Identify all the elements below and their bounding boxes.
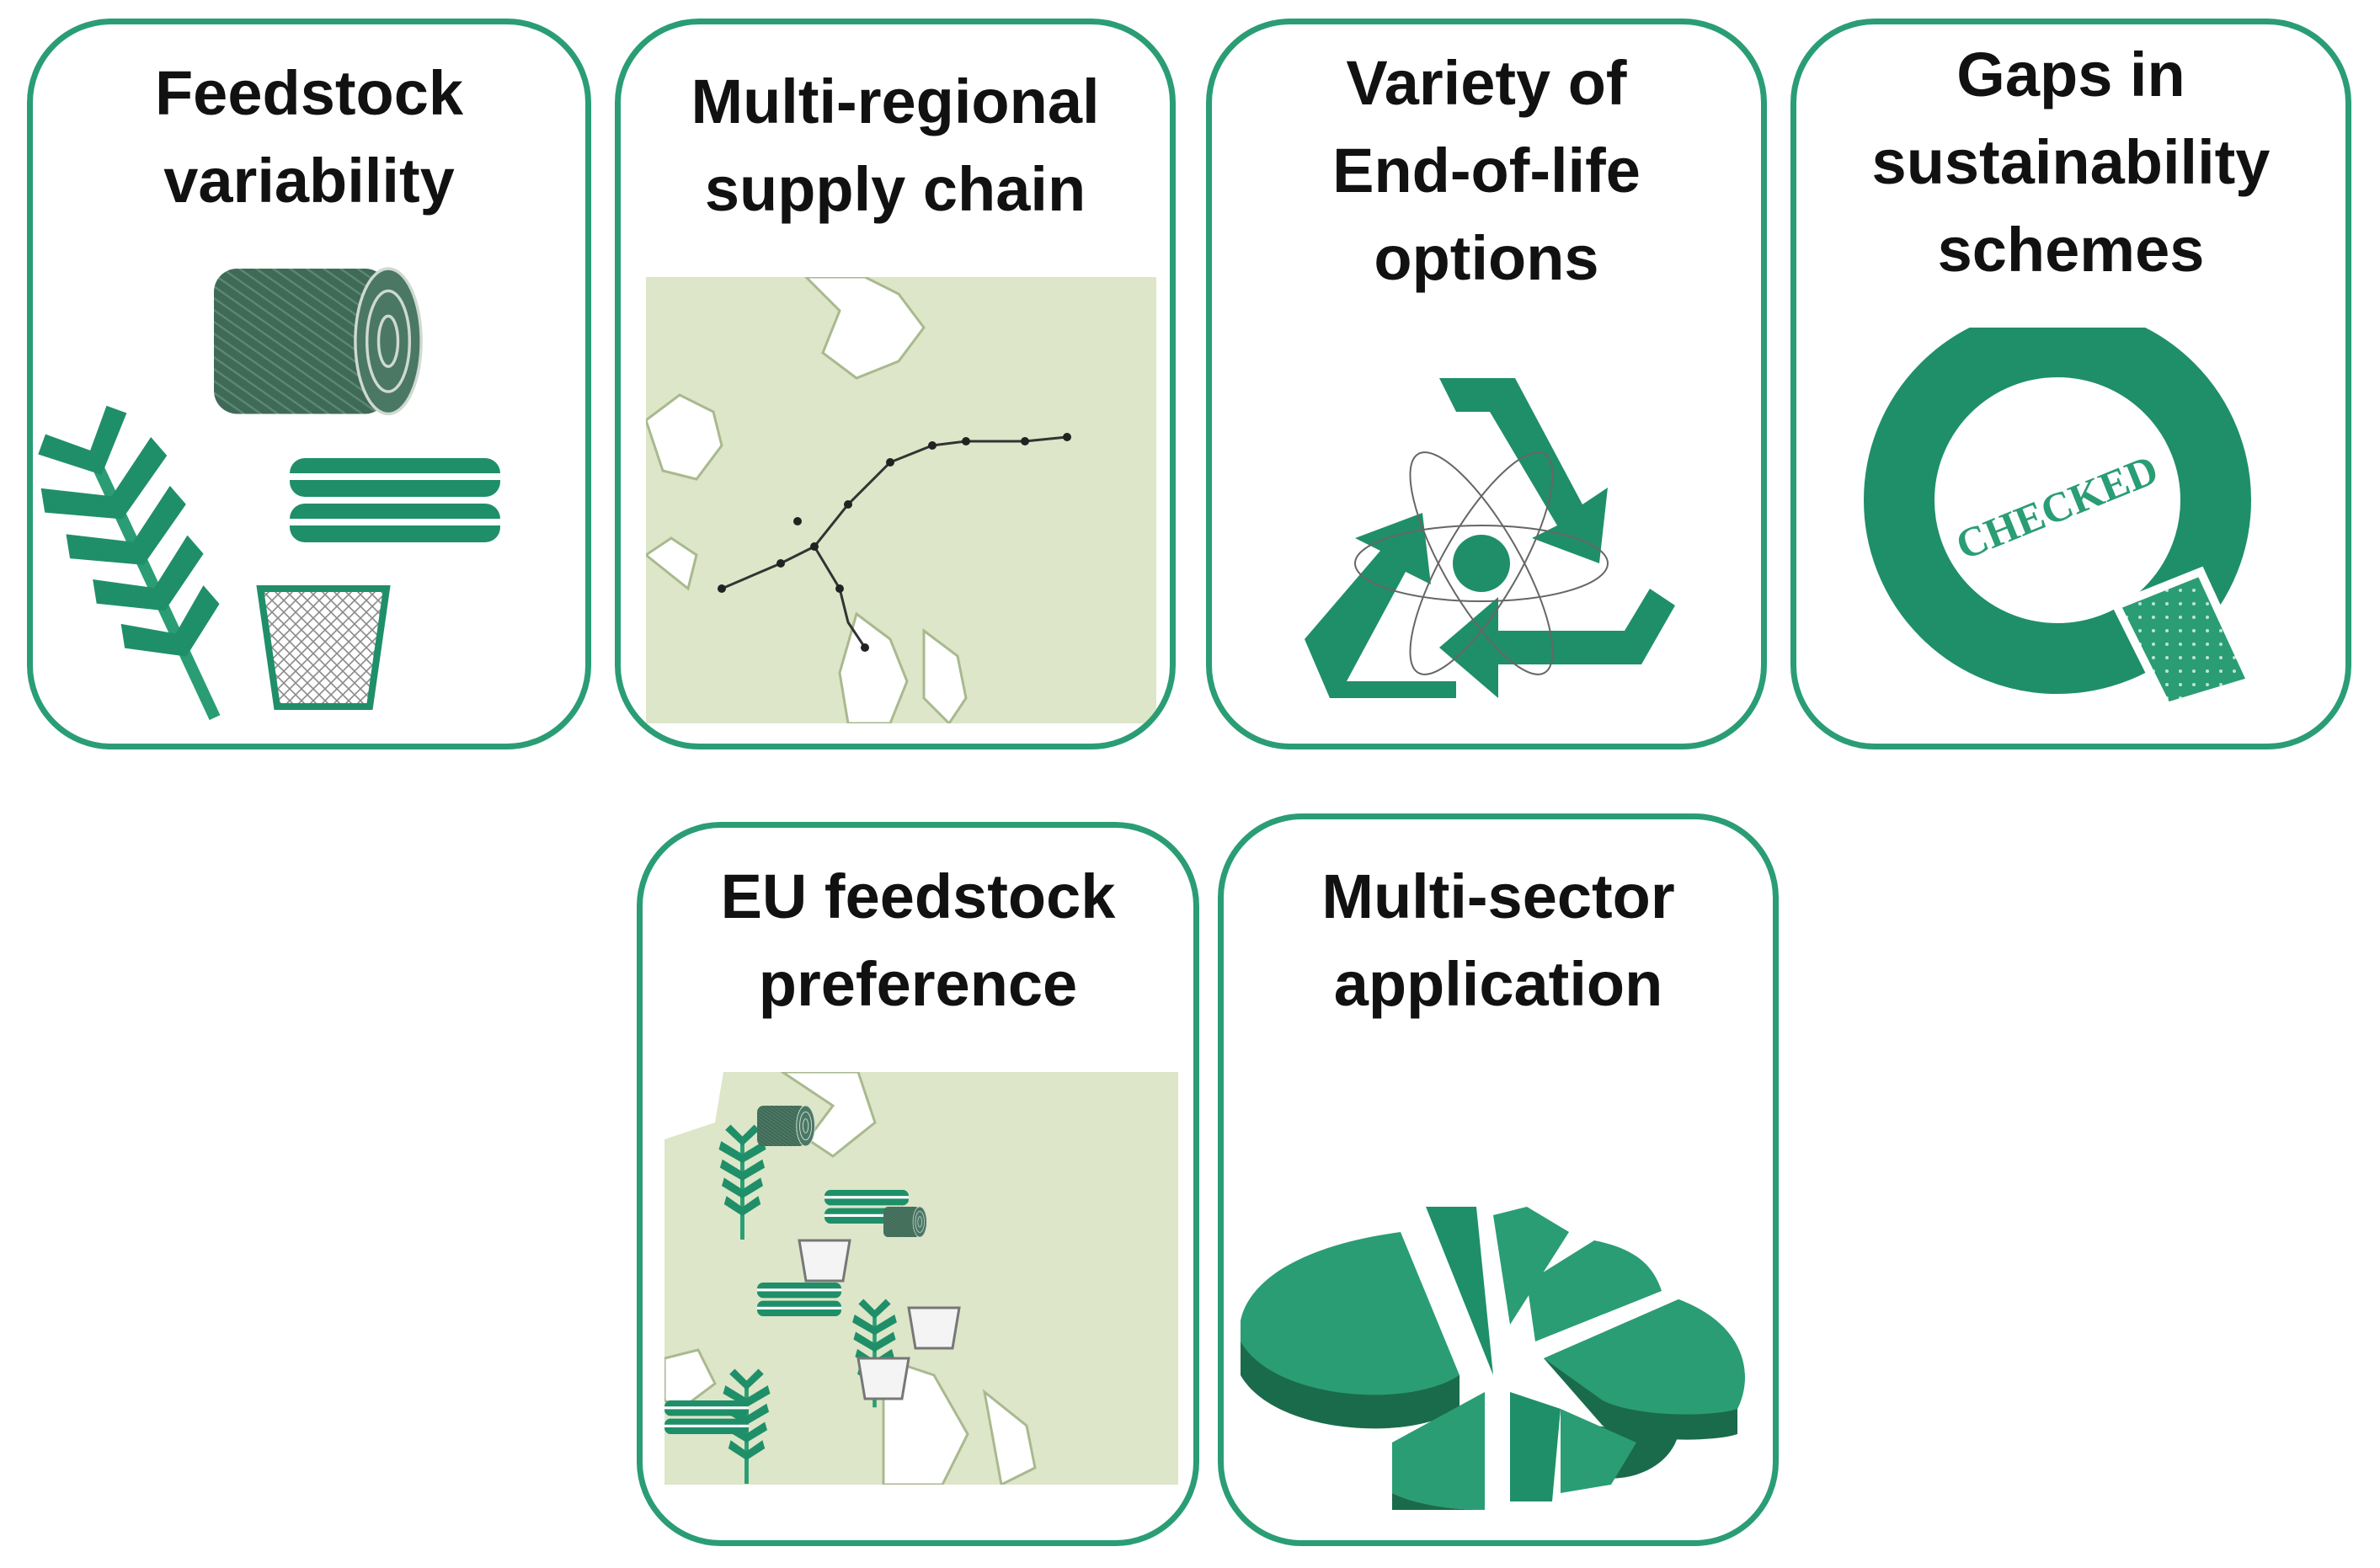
checked-stamp-text: CHECKED [1950, 445, 2164, 569]
checked-stamp-icon: CHECKED [1864, 328, 2257, 712]
card-title-line: options [1374, 223, 1599, 293]
waste-bin-icon [856, 1357, 910, 1400]
multi-sector-application-card: Multi-sector application [1218, 813, 1779, 1546]
card-title-line: Multi-sector [1321, 861, 1675, 931]
eu-feedstock-preference-card: EU feedstock preference [637, 822, 1199, 1546]
pie-chart-icon [1241, 1207, 1745, 1510]
card-title-line: schemes [1937, 215, 2205, 285]
log-stack-icon [290, 458, 500, 542]
europe-feedstock-map [664, 1072, 1178, 1485]
waste-bin-icon [907, 1306, 961, 1350]
card-title: Multi-sector application [1224, 853, 1773, 1028]
card-title: Multi-regional supply chain [621, 58, 1170, 233]
wheat-icon [33, 392, 276, 746]
waste-bin-icon [260, 589, 387, 707]
multi-regional-supply-chain-card: Multi-regional supply chain [615, 19, 1176, 749]
supply-chain-nodes [718, 433, 1071, 652]
hay-bale-icon [883, 1206, 927, 1238]
waste-bin-icon [798, 1239, 851, 1283]
card-title-line: sustainability [1871, 127, 2271, 197]
card-title: Variety of End-of-life options [1212, 40, 1761, 302]
card-title-line: preference [758, 949, 1078, 1019]
card-title-line: supply chain [704, 154, 1086, 224]
pie-slice-top [1426, 1207, 1662, 1375]
sustainability-gaps-card: Gaps in sustainability schemes CHECKED [1790, 19, 2351, 749]
pie-slice-left [1241, 1232, 1459, 1429]
card-title-line: Feedstock [154, 58, 464, 128]
card-title-line: Variety of [1346, 48, 1627, 118]
card-title-line: variability [163, 146, 455, 216]
card-title: Feedstock variability [33, 50, 585, 225]
card-title-line: Gaps in [1956, 40, 2185, 109]
card-title-line: End-of-life [1332, 136, 1641, 205]
hay-bale-icon [756, 1105, 815, 1147]
card-title: Gaps in sustainability schemes [1796, 31, 2345, 294]
feedstock-variability-card: Feedstock variability [27, 19, 591, 749]
hay-bale-icon [212, 267, 423, 416]
pie-slice-right [1544, 1299, 1745, 1440]
feedstock-illustration [33, 267, 500, 749]
end-of-life-options-card: Variety of End-of-life options [1206, 19, 1767, 749]
pie-slice-bottom [1392, 1392, 1678, 1510]
card-title: EU feedstock preference [643, 853, 1193, 1028]
europe-map-icon [646, 277, 1156, 723]
recycle-atom-icon [1305, 378, 1675, 698]
card-title-line: EU feedstock [720, 861, 1116, 931]
card-title-line: application [1333, 949, 1663, 1019]
card-title-line: Multi-regional [691, 67, 1100, 136]
